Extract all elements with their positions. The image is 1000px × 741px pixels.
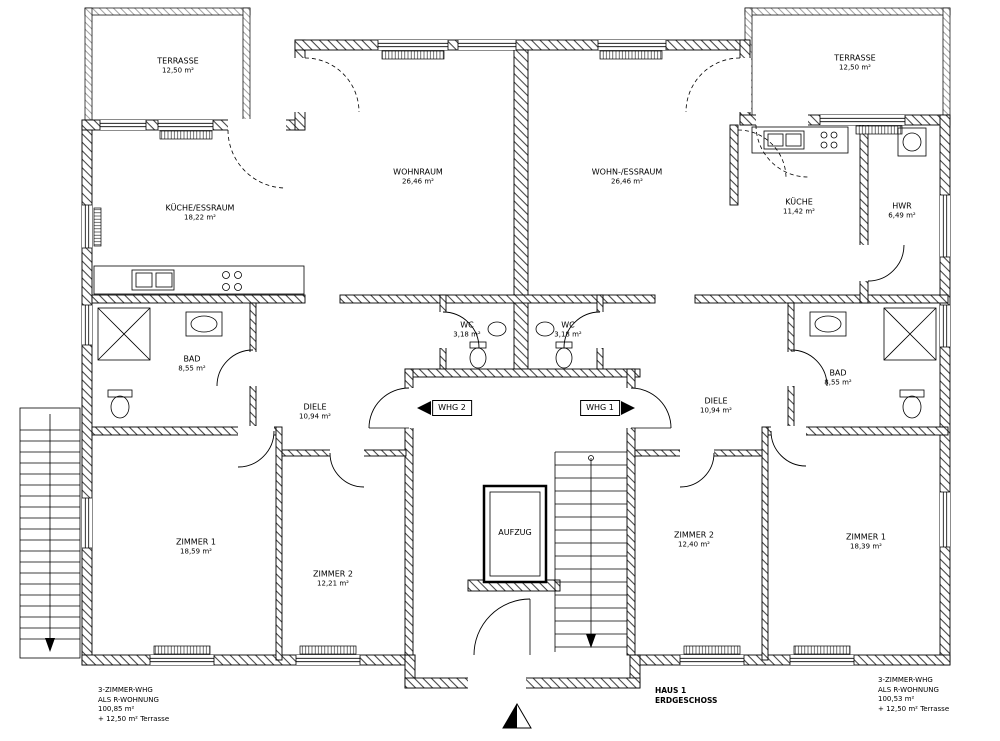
plan-title: HAUS 1 ERDGESCHOSS	[655, 686, 717, 705]
windows	[82, 40, 950, 665]
unit-label-whg1: WHG 1	[580, 400, 620, 416]
note-line: + 12,50 m² Terrasse	[878, 704, 950, 713]
interior-staircase	[554, 451, 627, 652]
radiators	[93, 50, 903, 655]
room-label-wohn-essraum: WOHN-/ESSRAUM 26,46 m²	[591, 167, 663, 186]
room-label-wohnraum: WOHNRAUM 26,46 m²	[393, 167, 443, 186]
note-line: ALS R-WOHNUNG	[98, 695, 159, 704]
room-label-zimmer2-left: ZIMMER 2 12,21 m²	[313, 569, 353, 588]
room-label-hwr: HWR 6,49 m²	[888, 201, 916, 220]
note-line: 100,53 m²	[878, 695, 915, 703]
room-label-kueche-essraum: KÜCHE/ESSRAUM 18,22 m²	[165, 203, 235, 222]
room-label-diele-right: DIELE 10,94 m²	[700, 396, 732, 415]
building-name: HAUS 1	[655, 686, 687, 695]
room-label-kueche: KÜCHE 11,42 m²	[783, 197, 815, 216]
note-line: 100,85 m²	[98, 705, 135, 713]
unit-entry-arrows	[417, 401, 635, 415]
note-line: ALS R-WOHNUNG	[878, 685, 939, 694]
room-label-bad-left: BAD 8,55 m²	[178, 354, 206, 373]
note-line: 3-ZIMMER-WHG	[98, 686, 153, 694]
apartment-note-left: 3-ZIMMER-WHG ALS R-WOHNUNG 100,85 m² + 1…	[98, 686, 169, 724]
whg2-arrow-icon	[417, 401, 431, 415]
whg1-arrow-icon	[621, 401, 635, 415]
note-line: 3-ZIMMER-WHG	[878, 676, 933, 684]
exterior-staircase	[19, 407, 81, 659]
note-line: + 12,50 m² Terrasse	[98, 714, 170, 723]
room-label-bad-right: BAD 8,55 m²	[824, 368, 852, 387]
north-arrow-icon	[502, 703, 532, 729]
floor-name: ERDGESCHOSS	[655, 695, 718, 705]
elevator-shaft	[482, 484, 548, 584]
room-label-wc-left: WC 3,18 m²	[453, 320, 481, 339]
room-label-diele-left: DIELE 10,94 m²	[299, 402, 331, 421]
room-label-aufzug: AUFZUG	[498, 528, 532, 537]
room-label-wc-right: WC 3,18 m²	[554, 320, 582, 339]
room-label-terrasse-right: TERRASSE 12,50 m²	[834, 53, 876, 72]
room-label-terrasse-left: TERRASSE 12,50 m²	[157, 56, 199, 75]
doors	[216, 57, 905, 689]
room-label-zimmer1-right: ZIMMER 1 18,39 m²	[846, 532, 886, 551]
unit-label-whg2: WHG 2	[432, 400, 472, 416]
apartment-note-right: 3-ZIMMER-WHG ALS R-WOHNUNG 100,53 m² + 1…	[878, 676, 949, 714]
fixtures	[93, 126, 937, 419]
room-label-zimmer2-right: ZIMMER 2 12,40 m²	[674, 530, 714, 549]
room-label-zimmer1-left: ZIMMER 1 18,59 m²	[176, 537, 216, 556]
